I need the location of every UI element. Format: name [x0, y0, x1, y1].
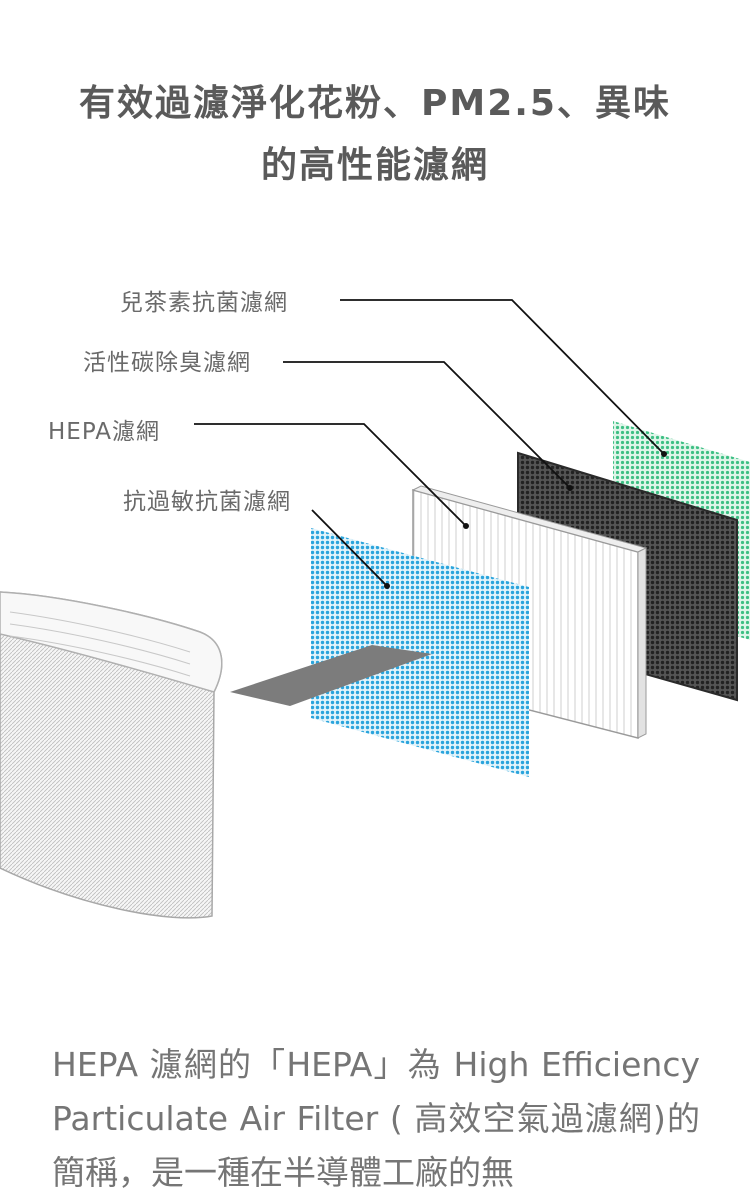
- leader-line-carbon: [283, 361, 571, 489]
- hepa-description: HEPA 濾網的「HEPA」為 High Efficiency Particul…: [52, 1045, 700, 1192]
- leader-line-catechin: [340, 299, 665, 455]
- label-carbon-filter: 活性碳除臭濾網: [83, 350, 251, 376]
- headline-line-1: 有效過濾淨化花粉、PM2.5、異味: [79, 83, 671, 124]
- air-purifier-unit: [0, 591, 223, 919]
- leader-line-hepa: [194, 423, 467, 527]
- pre-filter-sheet: [230, 645, 432, 706]
- label-catechin-filter: 兒茶素抗菌濾網: [120, 290, 288, 316]
- filter-layers-diagram: [0, 299, 750, 919]
- label-antiallergy-filter: 抗過敏抗菌濾網: [123, 489, 291, 515]
- headline-line-2: 的高性能濾網: [260, 145, 489, 186]
- label-hepa-filter: HEPA濾網: [48, 419, 160, 445]
- leader-line-antiallergy: [311, 509, 388, 587]
